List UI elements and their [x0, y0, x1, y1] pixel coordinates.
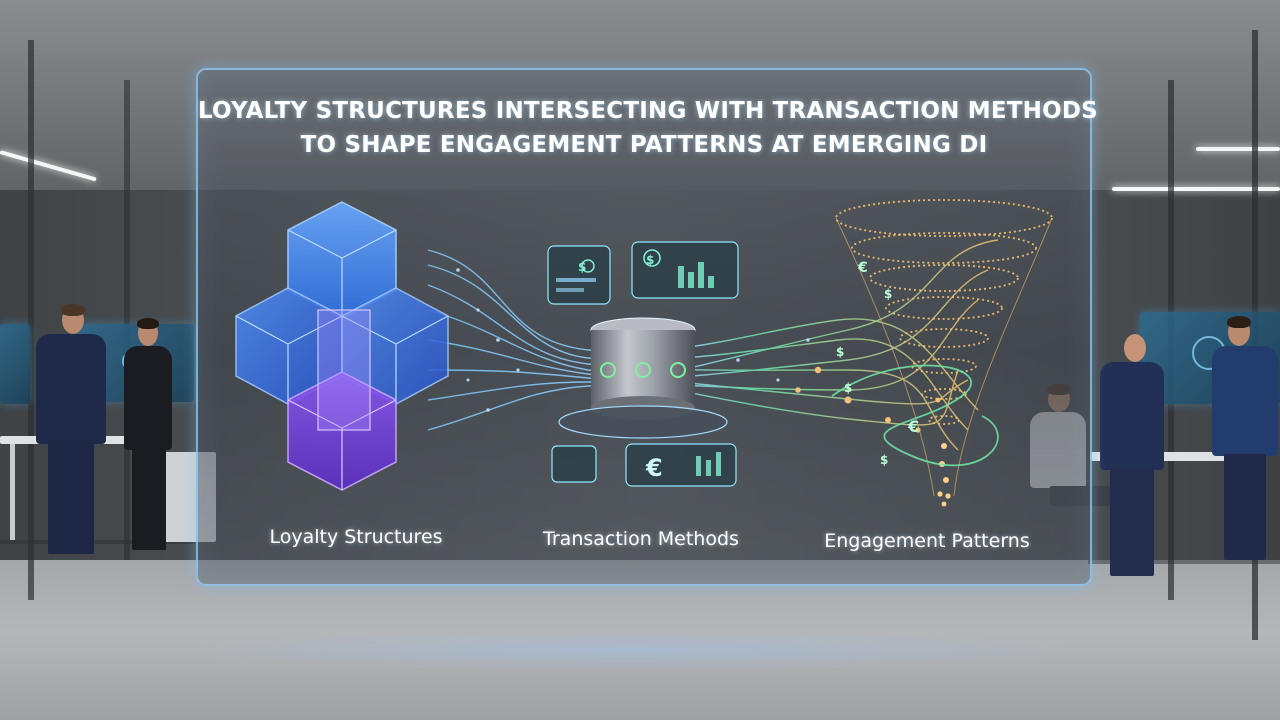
payment-terminal-icon: € $ $ — [547, 241, 739, 487]
euro-symbol: € — [907, 417, 919, 436]
interlocking-cubes-icon — [235, 201, 449, 491]
label-transaction-methods: Transaction Methods — [543, 528, 739, 550]
panel-title-line-1: LOYALTY STRUCTURES INTERSECTING WITH TRA… — [198, 98, 1098, 124]
dollar-symbol: $ — [836, 345, 844, 359]
floor-reflection — [180, 630, 1080, 670]
desk-leg — [10, 444, 15, 540]
office-floor — [0, 560, 1280, 720]
dollar-symbol: $ — [844, 381, 852, 395]
wall-monitor — [0, 324, 30, 404]
glass-wall-frame — [28, 40, 34, 600]
glass-wall-rail — [0, 540, 196, 544]
ceiling-light — [1196, 147, 1280, 151]
glass-wall-frame — [124, 80, 130, 560]
office-desk — [1090, 452, 1254, 461]
panel-title-line-2: TO SHAPE ENGAGEMENT PATTERNS AT EMERGING… — [300, 132, 988, 158]
label-engagement-patterns: Engagement Patterns — [824, 530, 1030, 552]
dollar-symbol: $ — [884, 287, 892, 301]
particle-funnel-icon: € € $ $ $ $ — [831, 199, 1053, 507]
holographic-display-panel: LOYALTY STRUCTURES INTERSECTING WITH TRA… — [196, 68, 1098, 586]
euro-symbol: € — [857, 260, 868, 276]
ceiling-light — [1112, 187, 1280, 191]
dollar-symbol: $ — [578, 260, 586, 274]
glass-wall-rail — [1088, 560, 1280, 564]
dollar-symbol: $ — [880, 453, 888, 467]
dollar-symbol: $ — [646, 253, 654, 267]
euro-symbol: € — [645, 454, 663, 482]
label-loyalty-structures: Loyalty Structures — [269, 526, 443, 548]
